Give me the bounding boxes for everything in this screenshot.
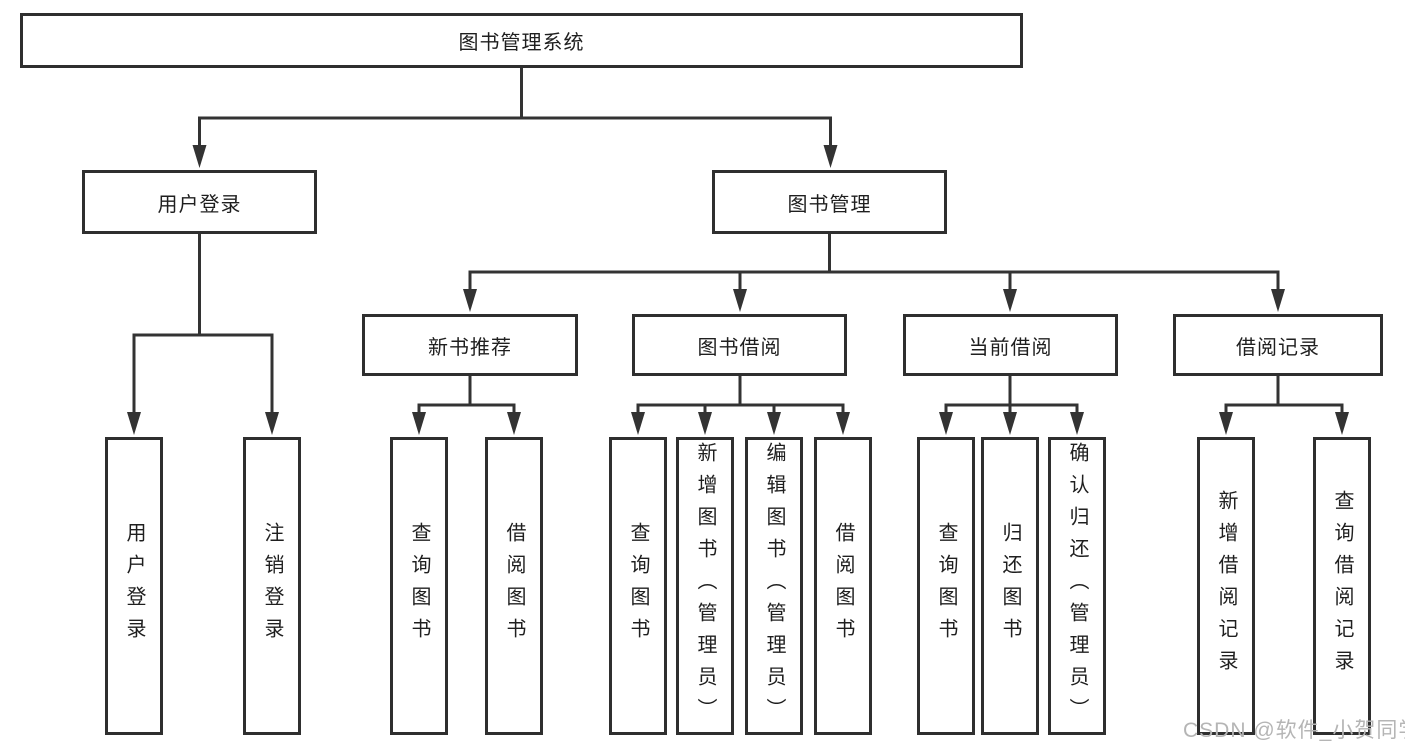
node-root-label: 图书管理系统 (458, 32, 585, 54)
arrow-down-icon (1335, 412, 1349, 435)
leaf-label: 借阅图书 (503, 522, 525, 650)
node-book-borrowing: 图书借阅 (632, 314, 847, 376)
arrow-down-icon (698, 412, 712, 435)
csdn-watermark: CSDN @软件_小贺同学 (1183, 719, 1405, 742)
node-borrowing-records: 借阅记录 (1173, 314, 1383, 376)
connector-book-borrowing-children (631, 376, 850, 435)
node-book-borrowing-label: 图书借阅 (697, 336, 782, 359)
leaf-label: 用户登录 (123, 522, 145, 650)
arrow-down-icon (265, 412, 279, 435)
leaf-label: 新增借阅记录 (1215, 490, 1237, 682)
leaf-label: 编辑图书（管理员） (763, 442, 785, 730)
leaf-label: 查询图书 (627, 522, 649, 650)
node-root: 图书管理系统 (20, 13, 1023, 68)
connector-root-to-level2 (192, 68, 838, 168)
leaf-add-borrow-record: 新增借阅记录 (1197, 437, 1255, 735)
leaf-query-borrow-record: 查询借阅记录 (1313, 437, 1371, 735)
arrow-down-icon (631, 412, 645, 435)
node-new-book-recommend: 新书推荐 (362, 314, 578, 376)
leaf-query-books-borrowing: 查询图书 (609, 437, 667, 735)
arrow-down-icon (507, 412, 521, 435)
arrow-down-icon (1003, 412, 1017, 435)
leaf-add-books-admin: 新增图书（管理员） (676, 437, 734, 735)
leaf-label: 注销登录 (261, 522, 283, 650)
arrow-down-icon (939, 412, 953, 435)
arrow-down-icon (127, 412, 141, 435)
node-current-borrowing: 当前借阅 (903, 314, 1118, 376)
arrow-down-icon (836, 412, 850, 435)
node-user-login-label: 用户登录 (157, 193, 242, 216)
node-book-management-label: 图书管理 (787, 193, 872, 216)
arrow-down-icon (192, 145, 207, 168)
leaf-logout-action: 注销登录 (243, 437, 301, 735)
leaf-query-books-current: 查询图书 (917, 437, 975, 735)
leaf-return-books: 归还图书 (981, 437, 1039, 735)
connector-user-login-children (127, 234, 279, 435)
arrow-down-icon (823, 145, 838, 168)
arrow-down-icon (412, 412, 426, 435)
node-user-login: 用户登录 (82, 170, 317, 234)
leaf-confirm-return-admin: 确认归还（管理员） (1048, 437, 1106, 735)
connector-current-borrowing-children (939, 376, 1084, 435)
arrow-down-icon (767, 412, 781, 435)
leaf-edit-books-admin: 编辑图书（管理员） (745, 437, 803, 735)
arrow-down-icon (1219, 412, 1233, 435)
arrow-down-icon (1070, 412, 1084, 435)
connector-book-management-children (463, 234, 1285, 312)
arrow-down-icon (1003, 289, 1017, 312)
arrow-down-icon (463, 289, 477, 312)
leaf-borrow-books-recommend: 借阅图书 (485, 437, 543, 735)
leaf-user-login-action: 用户登录 (105, 437, 163, 735)
connector-borrowing-records-children (1219, 376, 1349, 435)
node-borrowing-records-label: 借阅记录 (1236, 336, 1320, 359)
node-book-management: 图书管理 (712, 170, 947, 234)
leaf-label: 新增图书（管理员） (694, 442, 716, 730)
connector-new-book-recommend-children (412, 376, 521, 435)
leaf-label: 查询图书 (408, 522, 430, 650)
leaf-label: 确认归还（管理员） (1066, 442, 1088, 730)
arrow-down-icon (1271, 289, 1285, 312)
node-current-borrowing-label: 当前借阅 (968, 336, 1053, 359)
leaf-borrow-books: 借阅图书 (814, 437, 872, 735)
leaf-label: 查询借阅记录 (1331, 490, 1353, 682)
leaf-label: 借阅图书 (832, 522, 854, 650)
arrow-down-icon (733, 289, 747, 312)
node-new-book-recommend-label: 新书推荐 (428, 336, 512, 359)
leaf-query-books-recommend: 查询图书 (390, 437, 448, 735)
leaf-label: 归还图书 (999, 522, 1021, 650)
leaf-label: 查询图书 (935, 522, 957, 650)
